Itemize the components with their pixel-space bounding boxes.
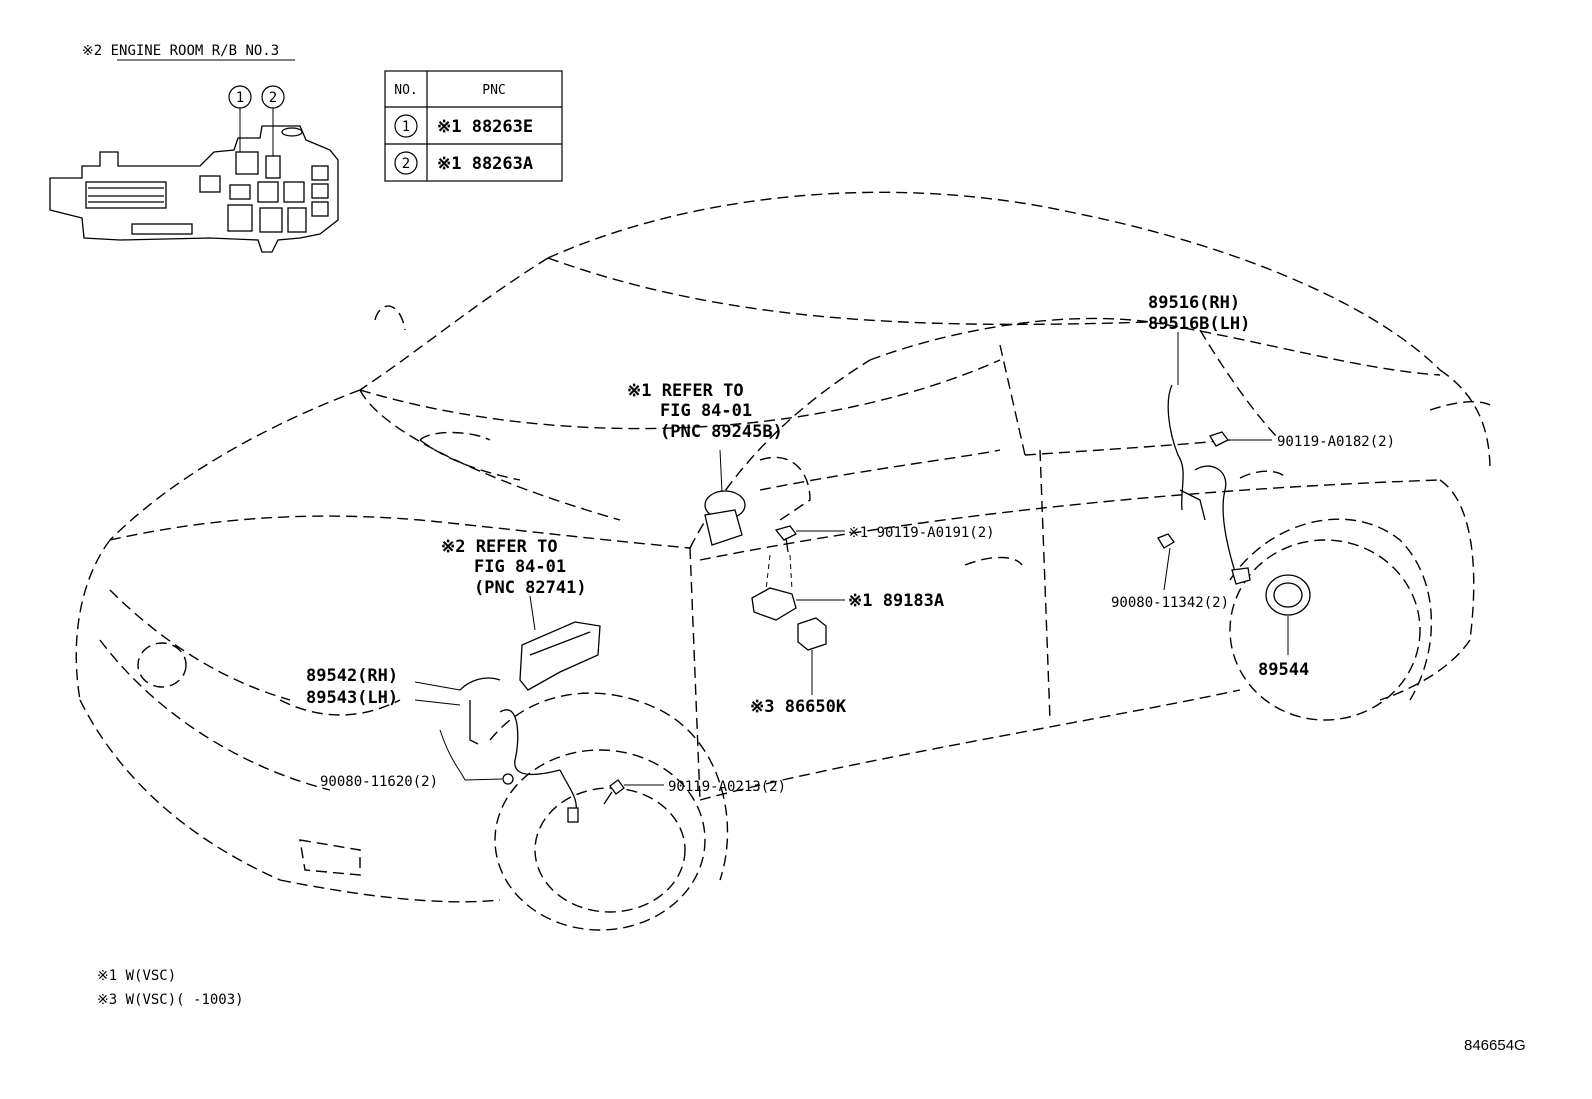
rear-bolt-lower	[1157, 533, 1175, 591]
relay-position-2-callout: 2	[261, 85, 285, 156]
refer1-line3: (PNC 89245B)	[660, 422, 783, 442]
refer-to-steering-callout: ※1 REFER TO FIG 84-01 (PNC 89245B)	[627, 381, 783, 442]
table-row-1-pnc: ※1 88263E	[437, 117, 533, 137]
pnc-table: NO. PNC 1 ※1 88263E 2 ※1 88263A	[384, 70, 563, 182]
car-body-outline	[75, 191, 1491, 931]
table-row-2-pnc: ※1 88263A	[437, 154, 533, 174]
rear-bolt-lower-label: 90080-11342(2)	[1111, 595, 1229, 611]
figure-id: 846654G	[1464, 1037, 1526, 1054]
front-sensor-lh-label: 89543(LH)	[306, 688, 398, 708]
rear-bolt-upper-label: 90119-A0182(2)	[1277, 434, 1395, 450]
refer2-line3: (PNC 82741)	[474, 578, 587, 598]
rear-speed-sensor	[1167, 332, 1251, 585]
refer1-line1: ※1 REFER TO	[627, 381, 744, 401]
svg-text:2: 2	[269, 90, 277, 106]
footnote-1: ※1 W(VSC)	[97, 968, 176, 984]
table-header-no: NO.	[394, 83, 417, 98]
vsc-buzzer	[797, 617, 827, 695]
relay-block-drawing	[49, 125, 339, 253]
table-row-1-no: 1	[402, 119, 410, 135]
rear-sensor-rotor	[1265, 574, 1311, 655]
rear-bolt-upper	[1209, 431, 1272, 447]
steering-angle-sensor	[704, 449, 746, 546]
svg-text:1: 1	[236, 90, 244, 106]
rear-sensor-lh-label: 89516B(LH)	[1148, 314, 1250, 334]
rear-sensor-rh-label: 89516(RH)	[1148, 293, 1240, 313]
front-bolt-right	[603, 779, 664, 805]
harness-bracket	[519, 595, 601, 691]
front-bolt-left-label: 90080-11620(2)	[320, 774, 438, 790]
yaw-bolt-label: ※1 90119-A0191(2)	[848, 525, 995, 541]
rotor-label: 89544	[1258, 660, 1309, 680]
relay-position-1-callout: 1	[228, 85, 252, 152]
footnote-3: ※3 W(VSC)( -1003)	[97, 992, 244, 1008]
refer1-line2: FIG 84-01	[660, 401, 752, 421]
refer2-line2: FIG 84-01	[474, 557, 566, 577]
front-sensor-rh-label: 89542(RH)	[306, 666, 398, 686]
front-speed-sensor	[414, 677, 579, 823]
table-row-2-no: 2	[402, 156, 410, 172]
front-bolt-left	[439, 729, 514, 785]
table-header-pnc: PNC	[482, 83, 505, 98]
relay-block-title: ※2 ENGINE ROOM R/B NO.3	[82, 43, 279, 59]
refer2-line1: ※2 REFER TO	[441, 537, 558, 557]
yaw-sensor-bolt	[765, 525, 845, 591]
buzzer-label: ※3 86650K	[750, 697, 847, 717]
engine-room-relay-block: ※2 ENGINE ROOM R/B NO.3 1	[49, 43, 339, 253]
yaw-rate-sensor	[751, 587, 845, 621]
refer-to-harness-callout: ※2 REFER TO FIG 84-01 (PNC 82741)	[441, 537, 587, 598]
front-bolt-right-label: 90119-A0213(2)	[668, 779, 786, 795]
yaw-sensor-label: ※1 89183A	[848, 591, 944, 611]
